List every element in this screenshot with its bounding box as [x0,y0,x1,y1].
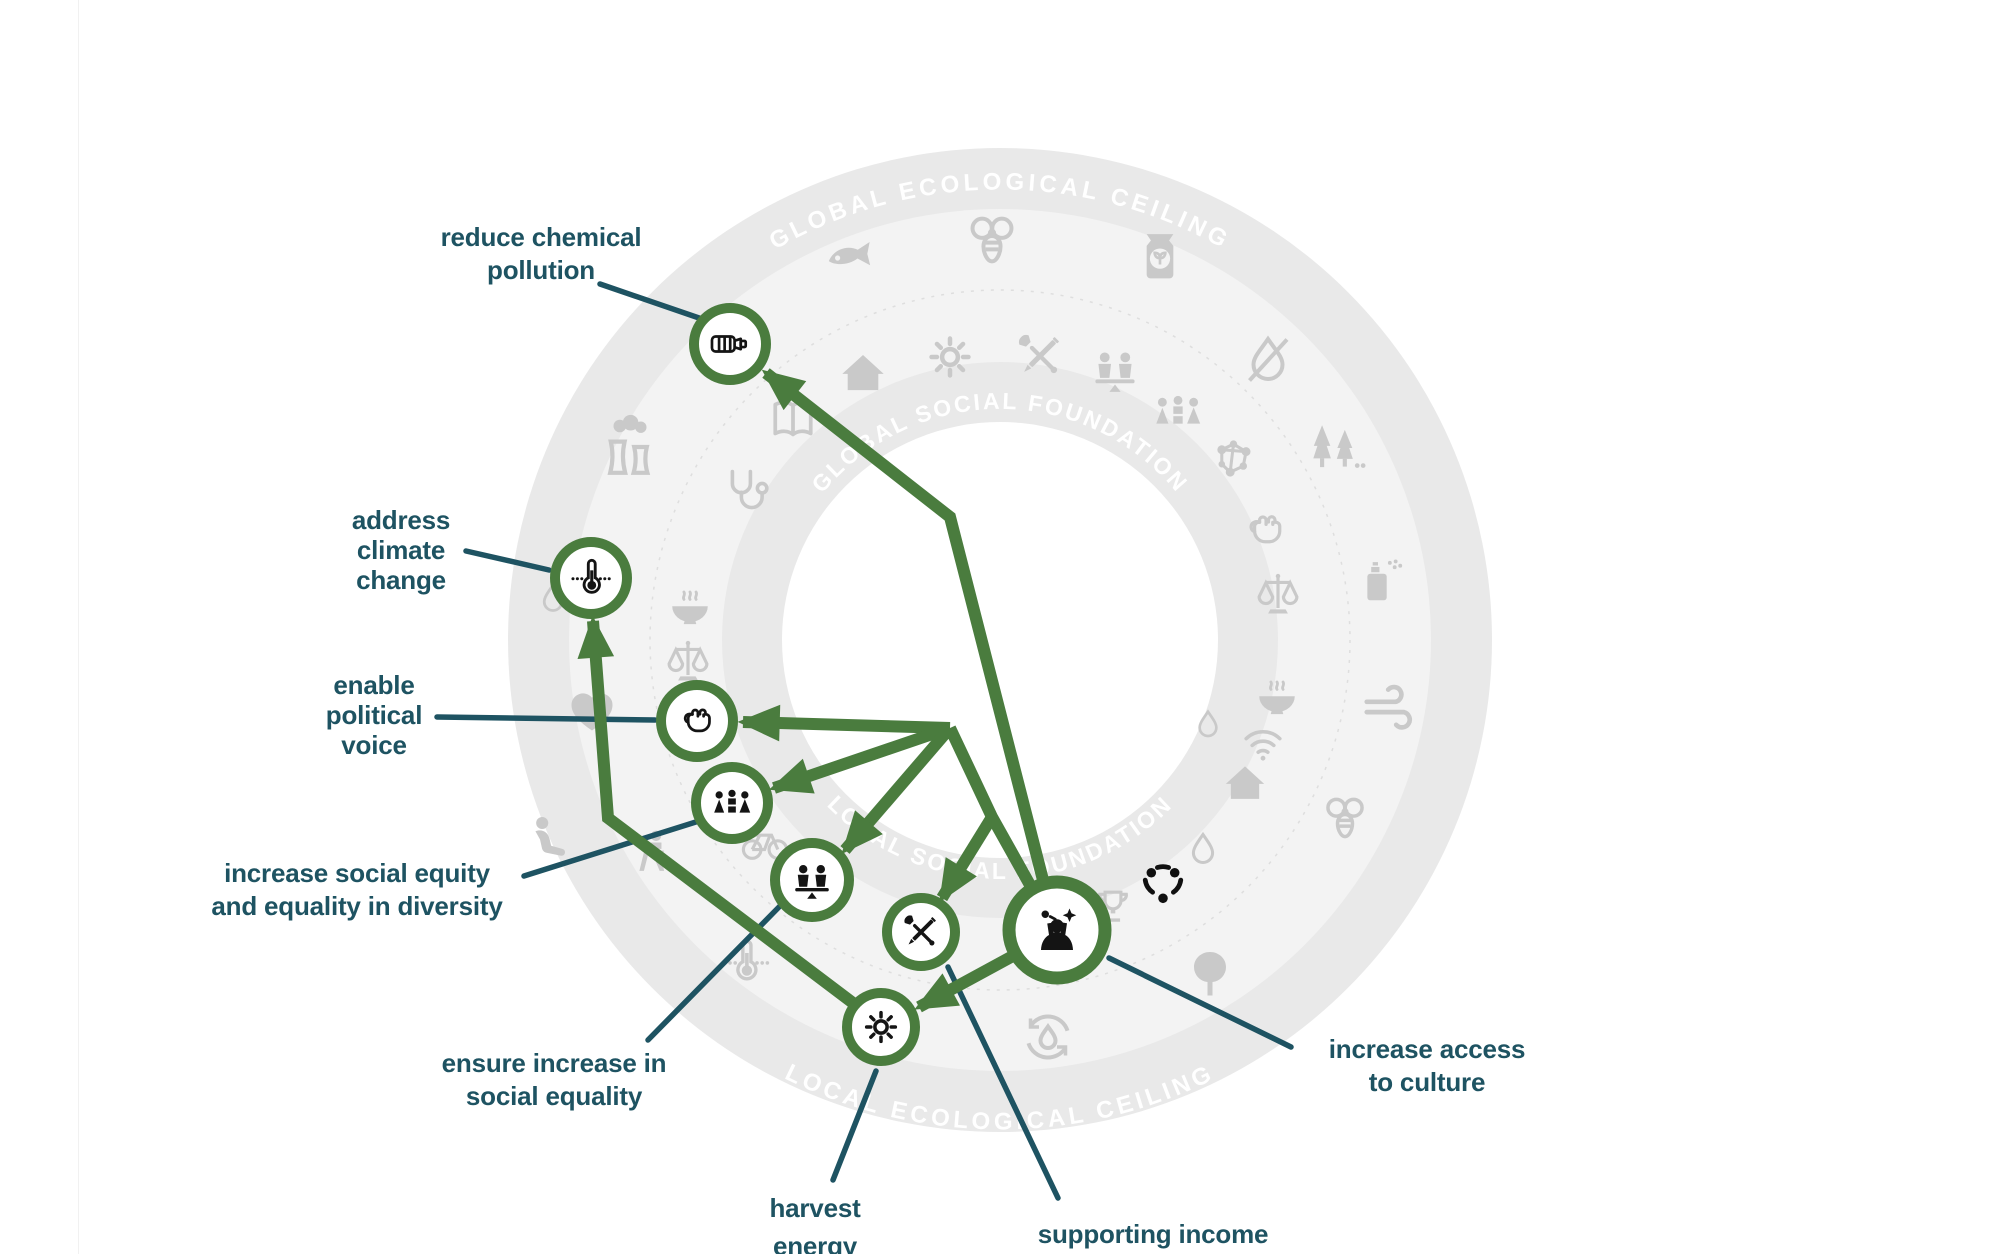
page-left-margin [0,0,79,1254]
node-harvest-energy [842,988,920,1066]
label-ensure-social-equality: ensure increase in social equality [442,1047,667,1113]
label-line: enable [333,670,415,700]
node-increase-access-culture [1002,875,1112,985]
node-enable-political-voice [656,680,738,762]
label-line: and equality in diversity [211,891,503,921]
label-line: energy [772,1231,858,1254]
diverse-people-icon [714,789,751,813]
label-line: reduce chemical [440,222,642,252]
label-line: supporting income [1037,1219,1269,1249]
label-line: increase social equity [224,858,490,888]
diverse-people-icon [1156,395,1201,424]
node-reduce-chemical-pollution [689,303,771,385]
label-reduce-chemical-pollution: reduce chemical pollution [441,221,642,287]
label-line: increase access [1328,1034,1526,1064]
label-line: harvest [769,1193,861,1223]
label-line: to culture [1368,1067,1486,1097]
doughnut-rings [508,148,1492,1132]
node-increase-social-equity [691,762,773,844]
arrow-to-social-equality [840,724,955,855]
leader-address-climate [463,548,552,573]
label-enable-political-voice: enable political voice [325,670,423,760]
leader-access-culture [1106,955,1294,1050]
label-increase-social-equity: increase social equity and equality in d… [211,857,502,923]
label-harvest-energy: harvest energy [769,1189,860,1254]
label-line: climate [356,535,446,565]
label-supporting-income-work: supporting income and work [1038,1215,1269,1254]
label-leader-lines [434,281,1294,1201]
label-line: voice [341,730,407,760]
label-line: political [325,700,423,730]
leader-income-work [945,964,1061,1201]
leader-harvest-energy [830,1068,879,1183]
label-line: address [351,505,451,535]
arrow-to-political-voice [737,704,951,742]
arrow-culture-to-energy [914,951,1014,1013]
node-supporting-income-work [882,893,960,971]
arrow-culture-to-chemical [761,368,1049,882]
action-nodes [550,303,1181,1066]
label-increase-access-culture: increase access to culture [1329,1033,1526,1099]
arrow-energy-to-climate [577,615,857,1008]
connection-arrows [577,368,1049,1013]
arrow-to-income-work [936,813,998,903]
leader-political-voice [434,714,658,723]
arrow-to-social-equity [768,722,952,794]
node-address-climate-change [550,537,632,619]
label-line: change [356,565,446,595]
leader-social-equity [521,818,702,879]
label-line: social equality [465,1081,643,1111]
label-line: pollution [487,255,595,285]
node-ensure-social-equality [770,838,854,922]
label-address-climate-change: address climate change [351,505,451,595]
leader-reduce-chemical [597,281,705,322]
label-line: ensure increase in [441,1048,667,1078]
